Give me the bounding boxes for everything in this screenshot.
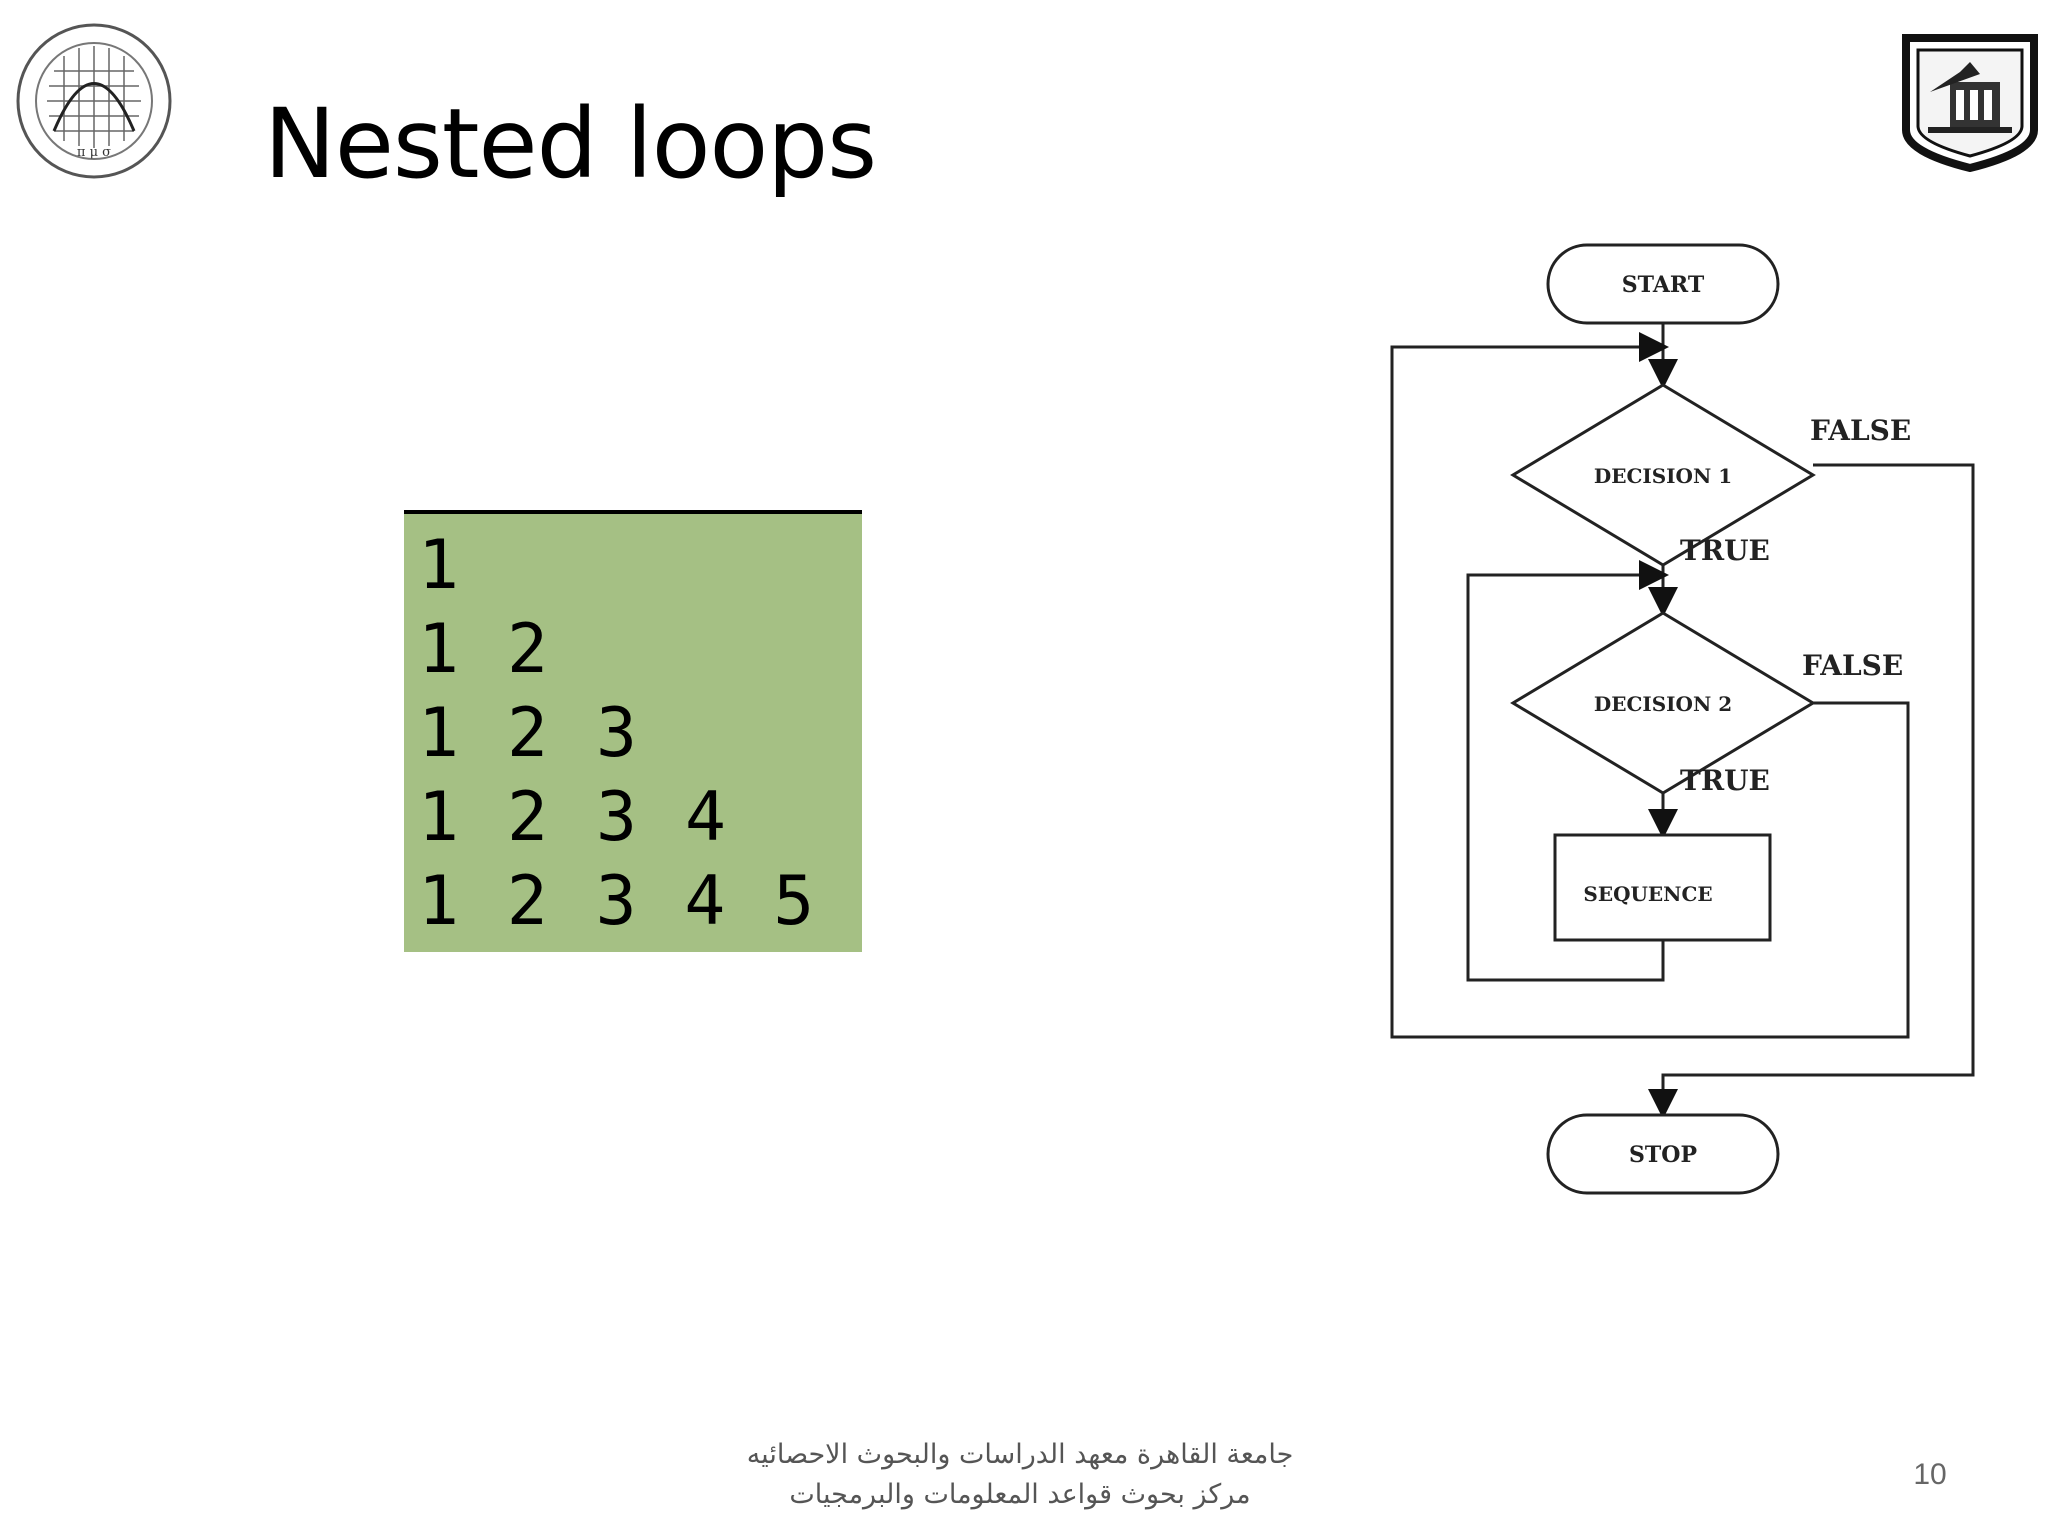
page-number: 10 [1913,1458,1947,1491]
output-number: 4 [684,862,726,941]
output-number: 1 [418,694,459,773]
output-number: 3 [596,694,637,773]
output-number: 2 [507,778,548,857]
output-number: 1 [418,610,459,689]
stop-label: STOP [1629,1142,1697,1168]
output-number: 2 [507,694,548,773]
decision-2-false-label: FALSE [1802,649,1903,682]
decision-2-true-label: TRUE [1680,764,1770,797]
svg-text:π μ σ: π μ σ [77,145,111,160]
decision-1-label: DECISION 1 [1594,464,1732,488]
sequence-label: SEQUENCE [1583,882,1712,906]
output-number: 5 [773,862,815,941]
university-seal-logo: π μ σ [16,23,172,179]
output-number: 4 [685,778,726,857]
output-row: 1 [418,526,862,610]
output-number: 3 [596,778,637,857]
sequence-box [1553,833,1772,942]
slide-title: Nested loops [264,88,877,200]
stop-terminal [1546,1113,1780,1195]
shield-crest-logo [1902,34,2038,172]
decision-1-false-label: FALSE [1810,414,1911,447]
output-number: 1 [418,778,459,857]
output-number: 2 [506,862,548,941]
output-number: 3 [595,862,637,941]
footer-line-1: جامعة القاهرة معهد الدراسات والبحوث الاح… [746,1439,1294,1470]
start-label: START [1622,272,1705,298]
output-number: 2 [507,610,548,689]
output-number: 1 [418,526,459,605]
footer-line-2: مركز بحوث قواعد المعلومات والبرمجيات [789,1479,1251,1510]
decision-2-label: DECISION 2 [1594,692,1732,716]
nested-loop-flowchart: START DECISION 1 DECISION 2 SEQUENCE STO… [1390,243,1975,1195]
decision-1-true-label: TRUE [1680,534,1770,567]
output-number: 1 [418,862,459,941]
footer-institution: جامعة القاهرة معهد الدراسات والبحوث الاح… [700,1435,1340,1515]
